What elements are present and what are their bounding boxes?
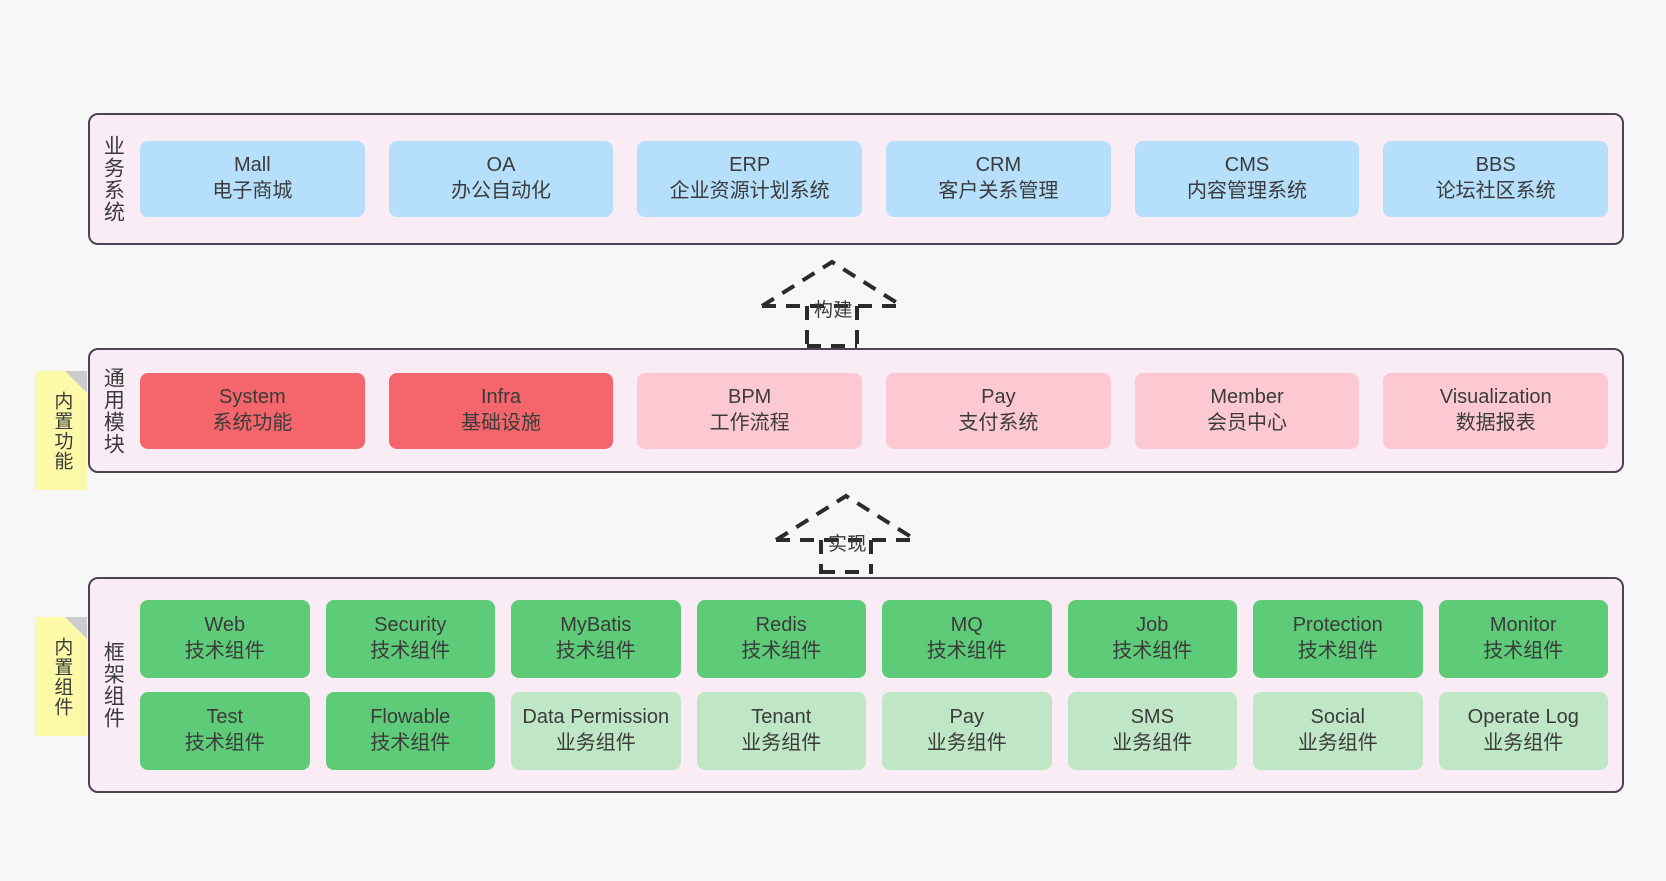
- layer-body-business-system: Mall 电子商城 OA 办公自动化 ERP 企业资源计划系统 CRM 客户关系…: [134, 115, 1622, 243]
- node-data-permission[interactable]: Data Permission 业务组件: [511, 692, 681, 770]
- node-operate-log[interactable]: Operate Log 业务组件: [1438, 692, 1608, 770]
- layer-row: Web 技术组件 Security 技术组件 MyBatis 技术组件 Redi…: [140, 600, 1608, 678]
- node-member[interactable]: Member 会员中心: [1134, 372, 1360, 449]
- node-job[interactable]: Job 技术组件: [1067, 600, 1237, 678]
- node-oa[interactable]: OA 办公自动化: [388, 141, 614, 217]
- node-mq[interactable]: MQ 技术组件: [882, 600, 1052, 678]
- node-monitor[interactable]: Monitor 技术组件: [1438, 600, 1608, 678]
- layer-common-module: 通用模块 System 系统功能 Infra 基础设施 BPM 工作流程 Pay…: [88, 348, 1624, 473]
- connector-build: 构建: [752, 258, 912, 348]
- node-pay-module[interactable]: Pay 支付系统: [886, 372, 1111, 449]
- layer-row: Mall 电子商城 OA 办公自动化 ERP 企业资源计划系统 CRM 客户关系…: [140, 141, 1609, 217]
- node-social[interactable]: Social 业务组件: [1253, 692, 1423, 770]
- node-protection[interactable]: Protection 技术组件: [1253, 600, 1423, 678]
- node-bpm[interactable]: BPM 工作流程: [637, 372, 863, 449]
- connector-build-label: 构建: [814, 300, 854, 321]
- note-builtin-function-label: 内置功能: [51, 390, 73, 471]
- build-arrow-icon: [760, 259, 904, 348]
- node-mall[interactable]: Mall 电子商城: [140, 141, 365, 217]
- node-test[interactable]: Test 技术组件: [140, 692, 310, 770]
- connector-implement: 实现: [766, 492, 926, 574]
- node-bbs[interactable]: BBS 论坛社区系统: [1383, 141, 1609, 217]
- node-pay-component[interactable]: Pay 业务组件: [882, 692, 1052, 770]
- layer-title-common-module: 通用模块: [101, 366, 125, 455]
- layer-row: Test 技术组件 Flowable 技术组件 Data Permission …: [140, 692, 1608, 770]
- node-system[interactable]: System 系统功能: [140, 372, 365, 449]
- note-builtin-function: 内置功能: [35, 371, 87, 490]
- layer-body-common-module: System 系统功能 Infra 基础设施 BPM 工作流程 Pay 支付系统…: [134, 350, 1622, 471]
- node-erp[interactable]: ERP 企业资源计划系统: [637, 141, 863, 217]
- node-infra[interactable]: Infra 基础设施: [388, 372, 614, 449]
- layer-title-business-system: 业务系统: [101, 135, 125, 223]
- node-flowable[interactable]: Flowable 技术组件: [325, 692, 495, 770]
- node-redis[interactable]: Redis 技术组件: [696, 600, 866, 678]
- note-builtin-component-label: 内置组件: [51, 636, 73, 717]
- node-mybatis[interactable]: MyBatis 技术组件: [511, 600, 681, 678]
- node-sms[interactable]: SMS 业务组件: [1067, 692, 1237, 770]
- note-builtin-component: 内置组件: [35, 617, 87, 736]
- layer-business-system: 业务系统 Mall 电子商城 OA 办公自动化 ERP 企业资源计划系统 CRM…: [88, 113, 1624, 245]
- node-tenant[interactable]: Tenant 业务组件: [696, 692, 866, 770]
- node-crm[interactable]: CRM 客户关系管理: [886, 141, 1111, 217]
- layer-framework-component: 框架组件 Web 技术组件 Security 技术组件 MyBatis 技术组件…: [88, 577, 1624, 793]
- implement-arrow-icon: [774, 493, 918, 574]
- layer-body-framework-component: Web 技术组件 Security 技术组件 MyBatis 技术组件 Redi…: [134, 579, 1622, 791]
- node-security[interactable]: Security 技术组件: [325, 600, 495, 678]
- node-web[interactable]: Web 技术组件: [140, 600, 310, 678]
- node-cms[interactable]: CMS 内容管理系统: [1134, 141, 1360, 217]
- connector-implement-label: 实现: [828, 534, 868, 555]
- layer-row: System 系统功能 Infra 基础设施 BPM 工作流程 Pay 支付系统…: [140, 372, 1609, 449]
- layer-title-framework-component: 框架组件: [101, 641, 125, 729]
- node-visualization[interactable]: Visualization 数据报表: [1383, 372, 1609, 449]
